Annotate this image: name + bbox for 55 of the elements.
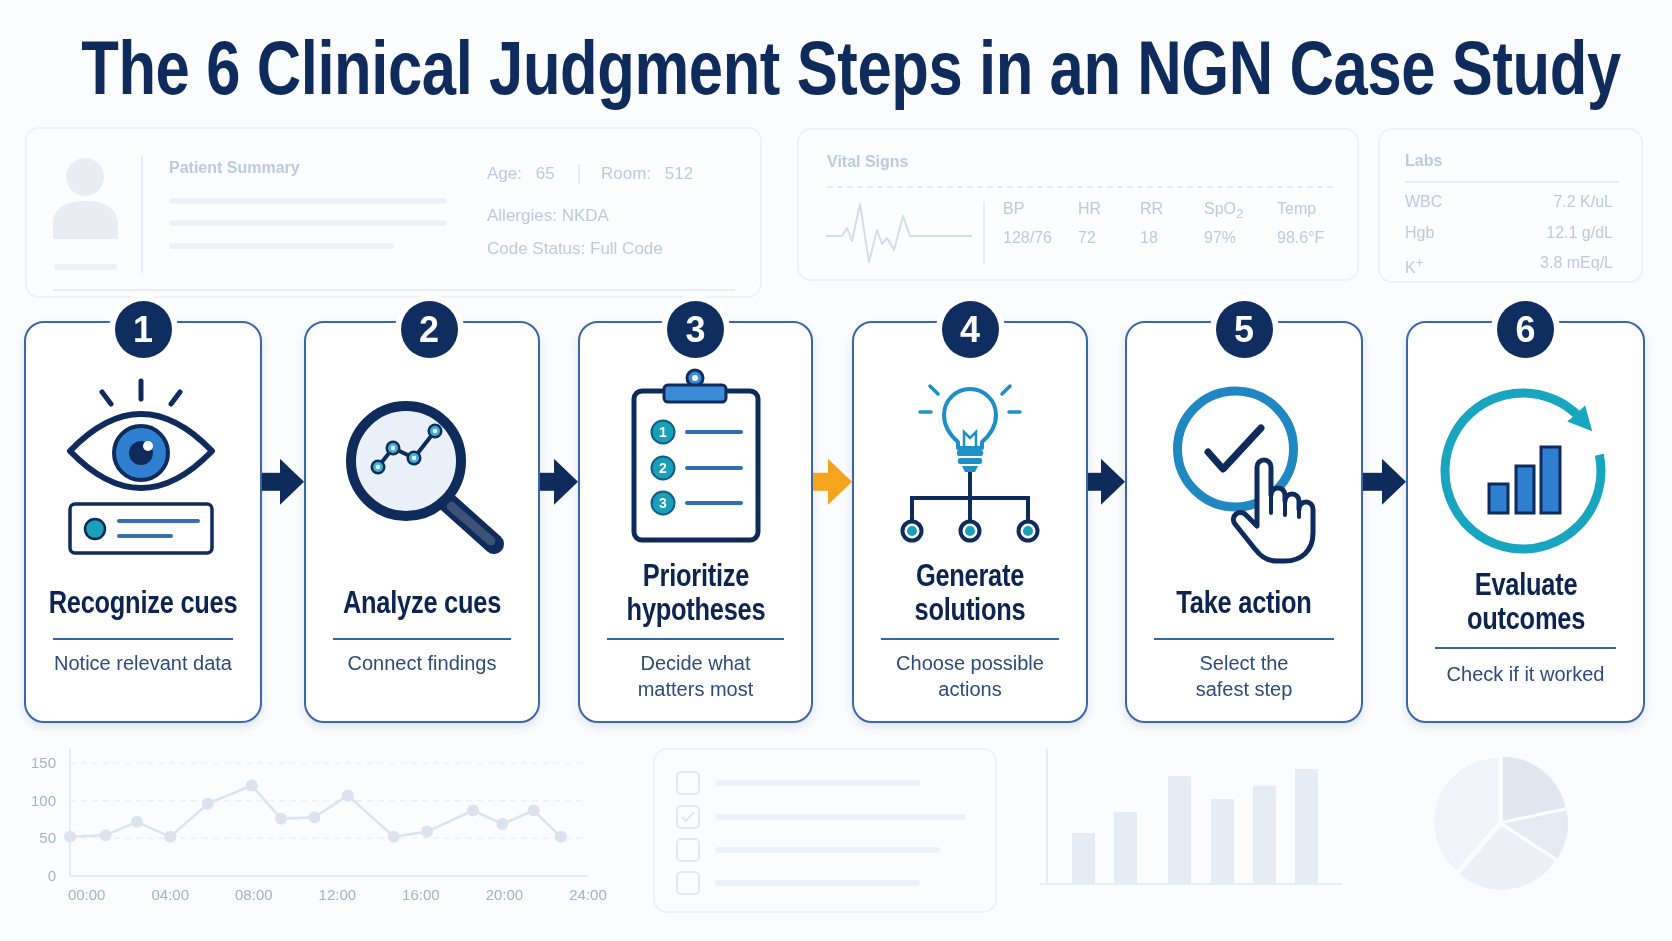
lab-value: 7.2 K/uL [1553,193,1613,211]
panel-title: Vital Signs [827,153,909,171]
arrow [813,458,852,505]
vital-signs-panel [797,128,1359,281]
axis-tick-label: 150 [30,754,56,772]
vital-value: 97% [1204,229,1237,247]
vital-label: SpO$_{2}$ [1204,200,1244,224]
lab-name: WBC [1405,193,1443,211]
axis-tick-label: 08:00 [235,886,273,904]
axis-tick-label: 100 [30,791,56,810]
step-description: Connect findings [347,651,497,676]
step-description: Check if it worked [1446,662,1605,687]
axis-tick-label: 00:00 [67,886,106,904]
vital-label: HR [1078,200,1102,218]
lab-value: 3.8 mEq/L [1540,254,1613,272]
step-title: Analyze cues [342,586,502,620]
lab-name: Hgb [1405,224,1435,242]
vital-value: 72 [1078,229,1096,247]
lab-value: 12.1 g/dL [1546,224,1613,242]
step-title: Generate solutions [913,559,1027,627]
axis-tick-label: 04:00 [151,886,189,904]
field-text: Code Status: Full Code [487,240,663,258]
step-title: Take action [1176,586,1312,620]
lab-name: K$^{+}$ [1405,254,1424,278]
arrow [262,458,304,505]
axis-tick-label: 24:00 [569,886,607,904]
axis-tick-label: 16:00 [402,886,440,904]
axis-tick-label: 50 [39,829,56,848]
axis-tick-label: 20:00 [485,886,524,904]
vital-label: RR [1140,200,1164,218]
step-title: Prioritize hypotheses [625,559,766,627]
vital-value: 18 [1140,229,1158,247]
panel-title: Patient Summary [169,159,300,177]
step-description: Select the safest step [1194,651,1294,702]
panel-title: Labs [1405,152,1443,170]
arrow [1088,458,1125,505]
field-text: Room: 512 [601,165,694,183]
step-title: Evaluate outcomes [1465,568,1586,636]
arrow [1363,458,1406,505]
step-description: Notice relevant data [54,651,232,676]
vital-label: BP [1003,200,1025,218]
list-number: 1 [659,425,667,439]
field-text: Age: 65 [487,165,555,183]
vital-value: 98.6°F [1277,229,1325,247]
vital-value: 128/76 [1003,229,1052,247]
list-number: 2 [659,461,667,475]
step-description: Choose possible actions [895,651,1045,702]
axis-tick-label: 12:00 [318,886,357,904]
step-description: Decide what matters most [636,651,755,702]
axis-tick-label: 0 [47,867,56,885]
field-text: Allergies: NKDA [487,207,609,225]
vital-label: Temp [1277,200,1317,218]
step-title: Recognize cues [48,586,238,620]
list-number: 3 [659,496,667,510]
arrow [540,458,578,505]
